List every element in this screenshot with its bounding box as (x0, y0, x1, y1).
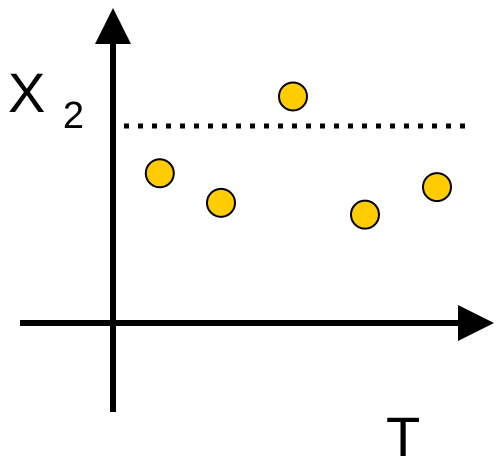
y-axis-arrowhead (95, 8, 131, 44)
y-axis-label-subscript: 2 (63, 95, 84, 137)
y-axis-label: X 2 (8, 61, 84, 137)
data-point-4 (350, 199, 380, 230)
data-point-3 (278, 81, 308, 112)
data-point-2 (206, 187, 236, 218)
x-axis-label: T (386, 405, 420, 462)
x-axis-arrowhead (458, 305, 494, 341)
data-point-1 (144, 158, 175, 189)
data-points (144, 81, 452, 230)
y-axis-label-main: X (8, 61, 45, 124)
data-point-5 (422, 172, 452, 203)
